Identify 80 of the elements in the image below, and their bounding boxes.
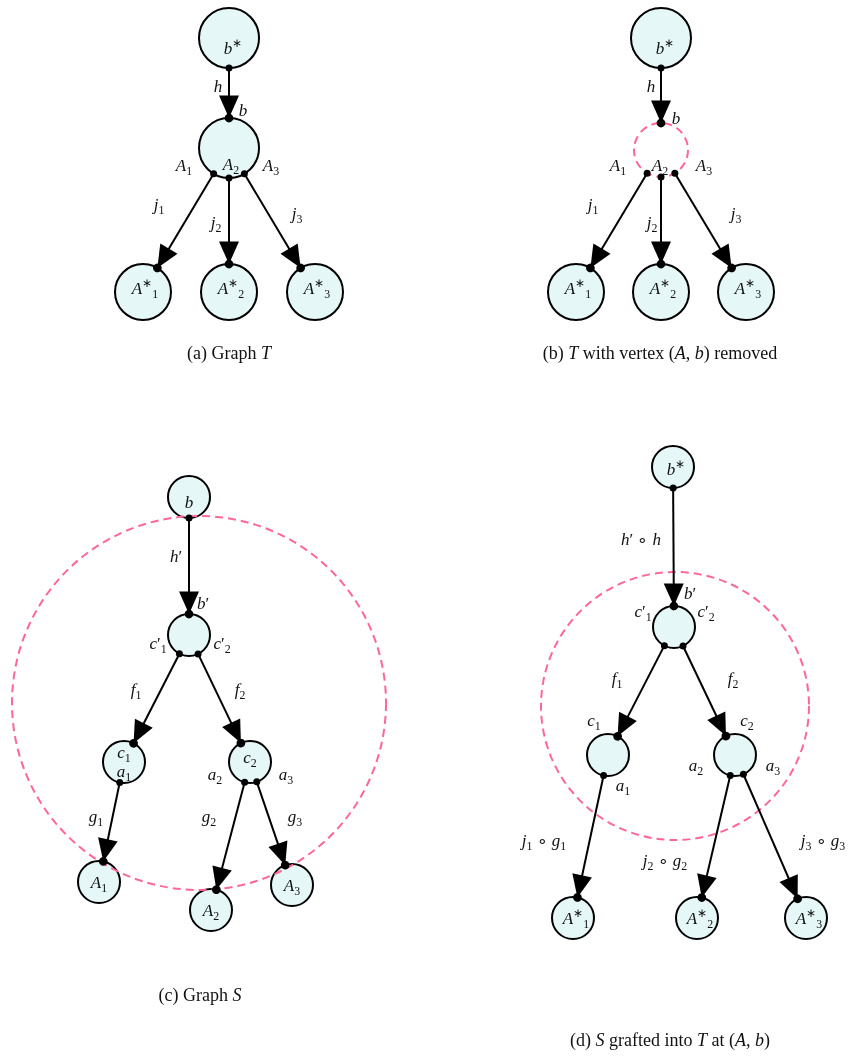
subfigure-caption: (d) S grafted into T at (A, b) — [570, 1029, 770, 1051]
arrow — [663, 484, 684, 611]
vertex-label: A$_{2}$ — [651, 156, 669, 174]
vertex-circle — [783, 895, 829, 941]
port-label: c′$_{2}$ — [213, 634, 231, 652]
port-label: A$_{1}$ — [175, 156, 193, 174]
vertex-circle — [631, 262, 691, 322]
vertex-label: b$^{∗}$ — [223, 39, 243, 57]
arrow — [153, 170, 218, 273]
arrow — [697, 771, 734, 902]
port-label: c$_{2}$ — [740, 711, 754, 729]
edge-label: h — [212, 77, 224, 95]
vertex-circle — [716, 262, 776, 322]
arrow — [219, 64, 239, 123]
port-label: b — [238, 101, 248, 119]
port-label: b — [671, 109, 681, 127]
arrow — [253, 778, 290, 870]
vertex-circle — [197, 6, 261, 70]
arrow — [179, 514, 199, 619]
arrow — [671, 169, 736, 273]
edge-label: h — [645, 77, 657, 95]
port-label: c′$_{2}$ — [697, 602, 715, 620]
vertex-label: b$^{∗}$ — [655, 39, 675, 57]
vertex-circle — [199, 262, 259, 322]
port-label: A$_{3}$ — [695, 156, 713, 174]
vertex-label: A$_{1}$ — [90, 873, 108, 891]
vertex-label: A$_{2}$ — [202, 901, 220, 919]
arrow — [219, 174, 239, 269]
vertex-circle — [76, 859, 122, 905]
edge-label: h′ — [168, 547, 184, 565]
port-label: a$_{3}$ — [765, 756, 781, 774]
arrow — [613, 642, 668, 741]
arrow — [651, 64, 671, 128]
vertex-label: c$_{1}$ — [117, 743, 131, 761]
vertex-circle — [166, 474, 212, 520]
port-label: b′ — [196, 594, 210, 612]
port-label: b′ — [683, 584, 697, 602]
arrow — [586, 169, 651, 273]
subfigure-caption: (a) Graph T — [187, 342, 271, 364]
arrow — [739, 770, 802, 904]
vertex-circle — [550, 895, 596, 941]
vertex-label: c$_{2}$ — [243, 748, 257, 766]
vertex-circle — [101, 739, 147, 785]
arrow — [212, 778, 249, 895]
subfigure-caption: (c) Graph S — [158, 984, 242, 1006]
edge-label: f$_{2}$ — [726, 669, 740, 687]
port-label: c$_{1}$ — [587, 711, 601, 729]
edge-label: f$_{1}$ — [610, 669, 624, 687]
arrow — [98, 779, 124, 866]
arrow — [129, 650, 183, 748]
vertex-circle — [546, 262, 606, 322]
arrow — [679, 642, 731, 741]
vertex-circle — [674, 895, 720, 941]
port-label: A$_{1}$ — [609, 156, 627, 174]
port-label: a$_{3}$ — [278, 765, 294, 783]
vertex-circle — [113, 262, 173, 322]
arrow — [572, 772, 608, 902]
vertex-label: b — [184, 493, 194, 511]
vertex-circle — [188, 887, 234, 933]
vertex-label: A$_{2}$ — [222, 155, 240, 173]
port-label: c′$_{1}$ — [149, 634, 167, 652]
port-label: a$_{2}$ — [688, 756, 704, 774]
port-label: c′$_{1}$ — [634, 602, 652, 620]
port-label: A$_{3}$ — [262, 156, 280, 174]
vertex-circle — [285, 262, 345, 322]
arrow — [240, 170, 305, 273]
vertex-label: A$_{3}$ — [283, 876, 301, 894]
arrow — [651, 173, 671, 269]
subfigure-caption: (b) T with vertex (A, b) removed — [542, 342, 778, 364]
port-label: a$_{2}$ — [207, 765, 223, 783]
vertex-circle — [269, 862, 315, 908]
edge-label: f$_{2}$ — [233, 680, 247, 698]
edge-label: f$_{1}$ — [129, 680, 143, 698]
vertex-circle — [629, 6, 693, 70]
vertex-circle — [650, 444, 696, 490]
vertex-label: b$^{∗}$ — [666, 460, 686, 478]
vertex-label: a$_{1}$ — [116, 762, 132, 780]
arrow — [194, 650, 246, 748]
port-label: a$_{1}$ — [615, 776, 631, 794]
edge-label: h′ ∘ h — [619, 530, 663, 548]
